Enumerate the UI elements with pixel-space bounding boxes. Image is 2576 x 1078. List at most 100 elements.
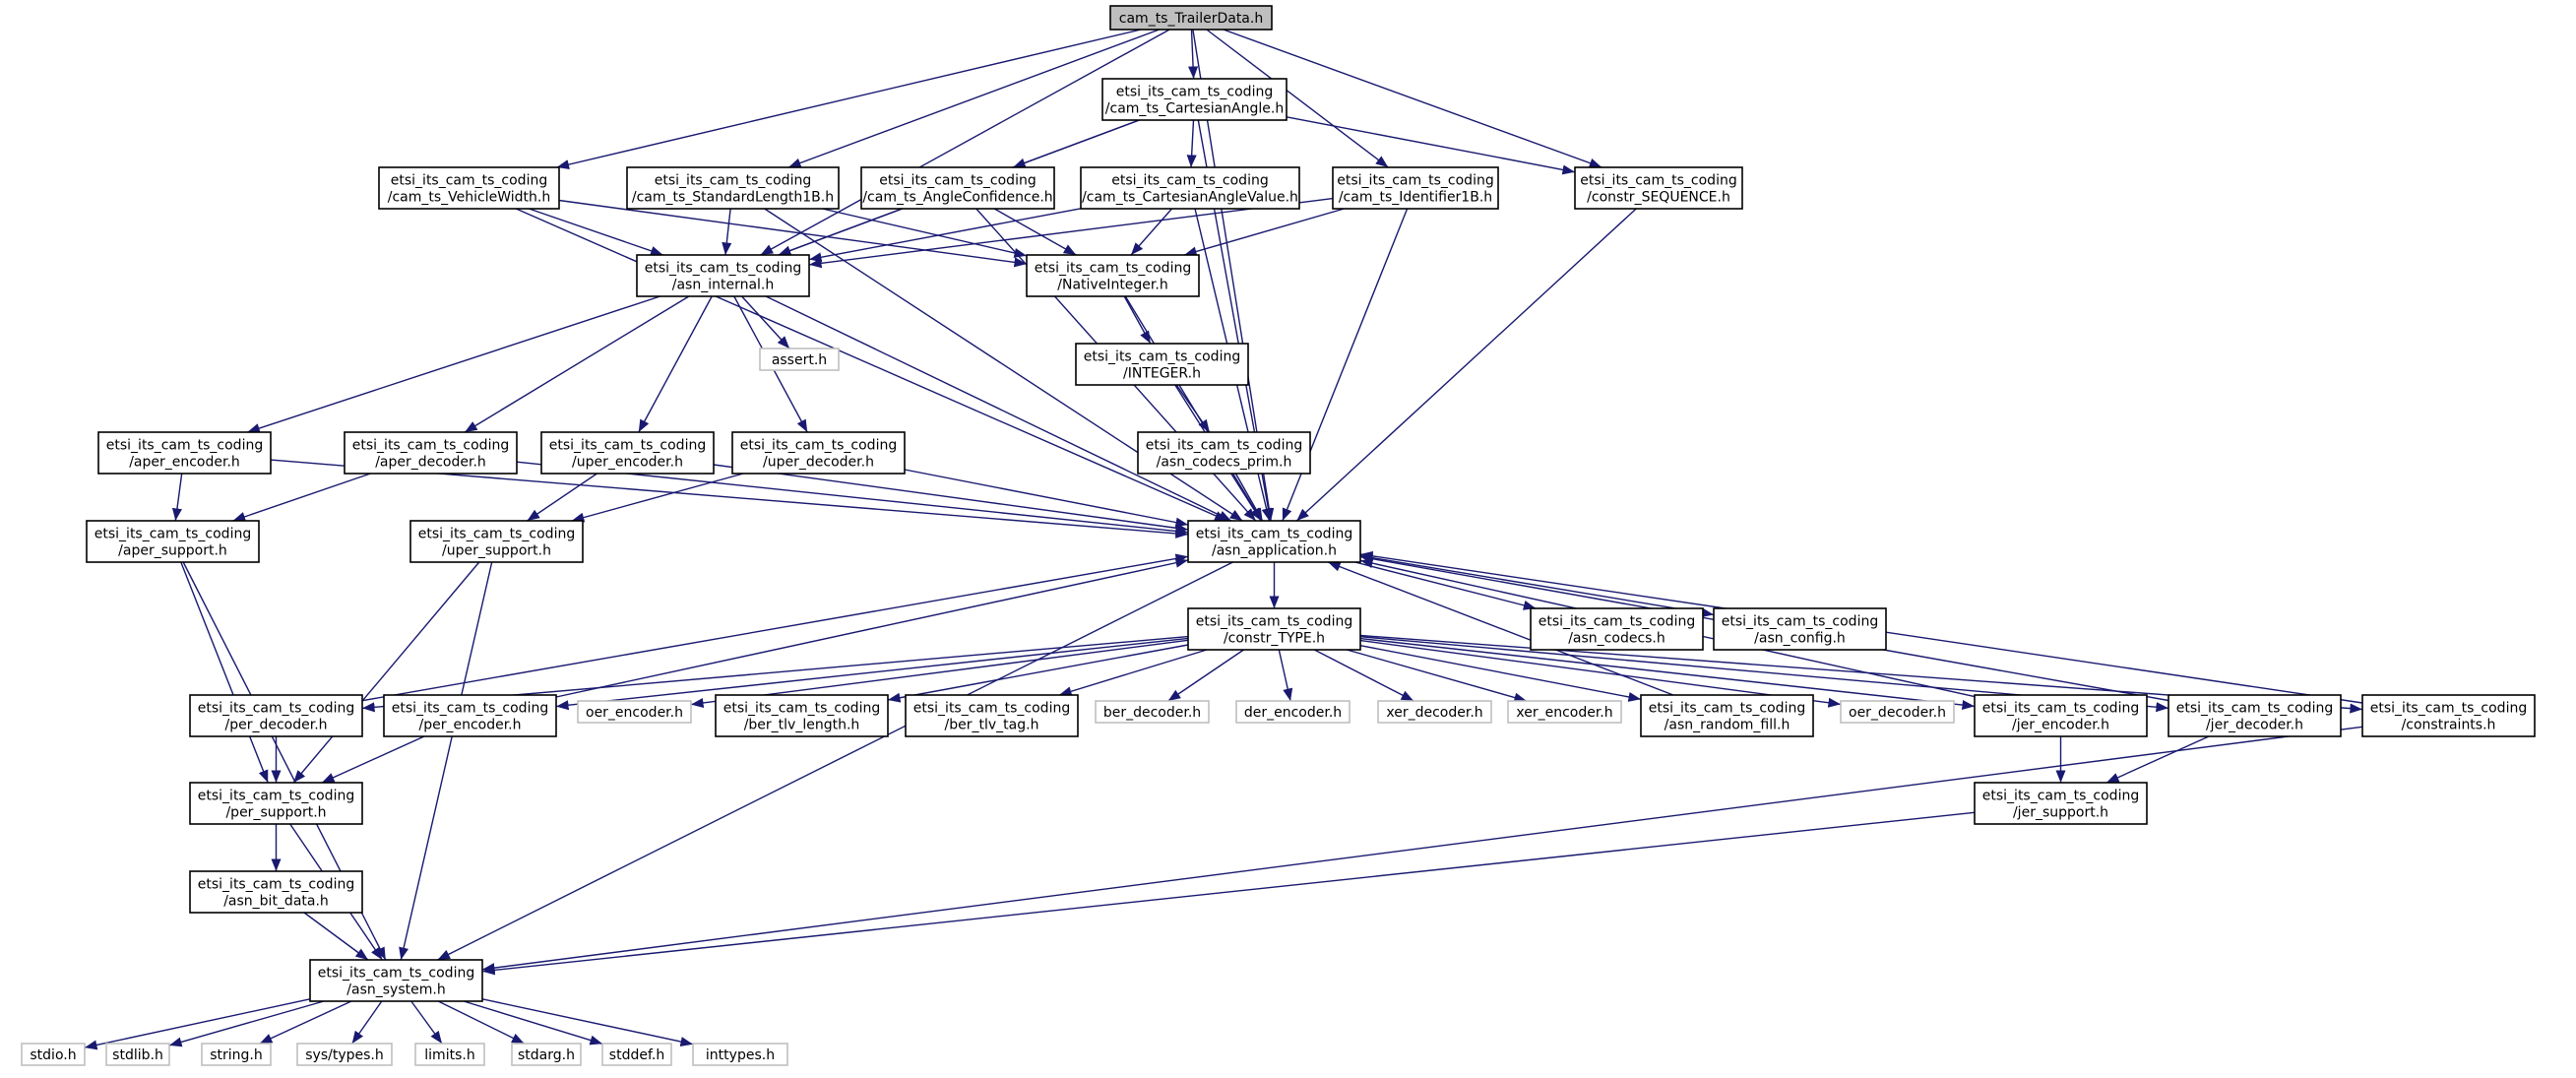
node-assert[interactable]: assert.h [759, 348, 840, 371]
edge-constrType-to-derEncoder [1278, 649, 1293, 702]
node-box [601, 1043, 672, 1066]
node-asnSystem[interactable]: etsi_its_cam_ts_coding/asn_system.h [309, 959, 483, 1002]
node-asnApplication[interactable]: etsi_its_cam_ts_coding/asn_application.h [1187, 520, 1361, 563]
node-xerEncoder[interactable]: xer_encoder.h [1507, 700, 1622, 724]
node-label-line: /asn_internal.h [672, 278, 775, 293]
node-identifier1B[interactable]: etsi_its_cam_ts_coding/cam_ts_Identifier… [1332, 166, 1499, 210]
node-uperDecoder[interactable]: etsi_its_cam_ts_coding/uper_decoder.h [731, 431, 906, 475]
edge-constrType-to-berTlvTag [1058, 649, 1208, 697]
node-sysTypes[interactable]: sys/types.h [296, 1043, 393, 1066]
node-label-line: oer_decoder.h [1849, 705, 1946, 721]
node-xerDecoder[interactable]: xer_decoder.h [1377, 700, 1492, 724]
edge-root-to-vehicleWidth [556, 29, 1142, 170]
node-box [759, 348, 840, 371]
node-box [409, 520, 584, 563]
edge-constrSequence-to-asnApplication [1295, 208, 1637, 522]
node-label-line: etsi_its_cam_ts_coding [198, 701, 354, 717]
node-perDecoder[interactable]: etsi_its_cam_ts_coding/per_decoder.h [189, 694, 363, 737]
node-perSupport[interactable]: etsi_its_cam_ts_coding/per_support.h [189, 782, 363, 825]
node-jerSupport[interactable]: etsi_its_cam_ts_coding/jer_support.h [1974, 782, 2148, 825]
node-asnConfig[interactable]: etsi_its_cam_ts_coding/asn_config.h [1713, 607, 1887, 651]
node-label-line: /jer_encoder.h [2012, 718, 2109, 733]
edge-jerDecoder-to-jerSupport [2105, 735, 2210, 784]
node-box [1095, 700, 1210, 724]
node-label-line: etsi_its_cam_ts_coding [1580, 173, 1736, 189]
node-box [731, 431, 906, 475]
node-cartesianAngleValue[interactable]: etsi_its_cam_ts_coding/cam_ts_CartesianA… [1080, 166, 1300, 210]
node-berDecoder[interactable]: ber_decoder.h [1095, 700, 1210, 724]
edge-asnRandomFill-to-asnApplication [1327, 561, 1674, 696]
node-box [1713, 607, 1887, 651]
node-label-line: xer_decoder.h [1386, 705, 1482, 721]
node-vehicleWidth[interactable]: etsi_its_cam_ts_coding/cam_ts_VehicleWid… [378, 166, 560, 210]
node-derEncoder[interactable]: der_encoder.h [1235, 700, 1351, 724]
node-string[interactable]: string.h [201, 1043, 272, 1066]
node-limits[interactable]: limits.h [414, 1043, 485, 1066]
node-label-line: cam_ts_TrailerData.h [1119, 11, 1263, 27]
node-label-line: stdio.h [30, 1047, 76, 1063]
node-label-line: string.h [210, 1047, 263, 1063]
node-stdarg[interactable]: stdarg.h [511, 1043, 582, 1066]
node-uperEncoder[interactable]: etsi_its_cam_ts_coding/uper_encoder.h [540, 431, 715, 475]
node-label-line: /jer_decoder.h [2206, 718, 2303, 733]
node-root[interactable]: cam_ts_TrailerData.h [1109, 5, 1273, 31]
node-asnCodecsPrim[interactable]: etsi_its_cam_ts_coding/asn_codecs_prim.h [1137, 431, 1311, 475]
node-aperDecoder[interactable]: etsi_its_cam_ts_coding/aper_decoder.h [344, 431, 518, 475]
node-jerDecoder[interactable]: etsi_its_cam_ts_coding/jer_decoder.h [2168, 694, 2342, 737]
node-label-line: etsi_its_cam_ts_coding [1196, 527, 1352, 542]
node-label-line: etsi_its_cam_ts_coding [391, 173, 547, 189]
node-asnBitData[interactable]: etsi_its_cam_ts_coding/asn_bit_data.h [189, 870, 363, 914]
edge-aperEncoder-to-aperSupport [171, 473, 183, 522]
node-aperSupport[interactable]: etsi_its_cam_ts_coding/aper_support.h [86, 520, 260, 563]
node-constrType[interactable]: etsi_its_cam_ts_coding/constr_TYPE.h [1187, 607, 1361, 651]
node-jerEncoder[interactable]: etsi_its_cam_ts_coding/jer_encoder.h [1974, 694, 2148, 737]
node-stdio[interactable]: stdio.h [21, 1043, 86, 1066]
node-box [2361, 694, 2536, 737]
node-stdlib[interactable]: stdlib.h [105, 1043, 170, 1066]
node-label-line: /asn_codecs_prim.h [1157, 455, 1292, 471]
node-oerDecoder[interactable]: oer_decoder.h [1840, 700, 1955, 724]
node-label-line: /constraints.h [2402, 718, 2496, 733]
node-constraints[interactable]: etsi_its_cam_ts_coding/constraints.h [2361, 694, 2536, 737]
edge-root-to-identifier1B [1206, 29, 1389, 168]
edge-uperEncoder-to-asnApplication [713, 464, 1189, 534]
node-label-line: etsi_its_cam_ts_coding [740, 438, 897, 454]
node-aperEncoder[interactable]: etsi_its_cam_ts_coding/aper_encoder.h [97, 431, 272, 475]
edge-identifier1B-to-nativeInteger [1183, 208, 1345, 257]
edge-angleConfidence-to-nativeInteger [993, 208, 1077, 256]
node-oerEncoder[interactable]: oer_encoder.h [577, 700, 692, 724]
node-cartesianAngle[interactable]: etsi_its_cam_ts_coding/cam_ts_CartesianA… [1101, 78, 1288, 121]
node-box [1640, 694, 1814, 737]
edge-standardLength1B-to-nativeInteger [822, 208, 1028, 258]
node-asnCodecs[interactable]: etsi_its_cam_ts_coding/asn_codecs.h [1530, 607, 1704, 651]
node-integer[interactable]: etsi_its_cam_ts_coding/INTEGER.h [1075, 343, 1249, 386]
node-label-line: /per_decoder.h [224, 718, 327, 733]
node-standardLength1B[interactable]: etsi_its_cam_ts_coding/cam_ts_StandardLe… [626, 166, 840, 210]
node-inttypes[interactable]: inttypes.h [692, 1043, 788, 1066]
node-constrSequence[interactable]: etsi_its_cam_ts_coding/constr_SEQUENCE.h [1574, 166, 1743, 210]
node-nativeInteger[interactable]: etsi_its_cam_ts_coding/NativeInteger.h [1026, 254, 1200, 297]
edge-perEncoder-to-asnApplication [555, 557, 1189, 698]
nodes-layer: cam_ts_TrailerData.h etsi_its_cam_ts_codi… [21, 5, 2536, 1066]
node-berTlvLength[interactable]: etsi_its_cam_ts_coding/ber_tlv_length.h [715, 694, 889, 737]
edge-cartesianAngle-to-constrSequence [1286, 116, 1576, 175]
node-asnRandomFill[interactable]: etsi_its_cam_ts_coding/asn_random_fill.h [1640, 694, 1814, 737]
node-angleConfidence[interactable]: etsi_its_cam_ts_coding/cam_ts_AngleConfi… [860, 166, 1055, 210]
node-stddef[interactable]: stddef.h [601, 1043, 672, 1066]
node-box [1530, 607, 1704, 651]
node-box [97, 431, 272, 475]
edge-constraints-to-asnSystem [481, 726, 2363, 974]
node-label-line: etsi_its_cam_ts_coding [1539, 614, 1695, 630]
node-uperSupport[interactable]: etsi_its_cam_ts_coding/uper_support.h [409, 520, 584, 563]
node-asnInternal[interactable]: etsi_its_cam_ts_coding/asn_internal.h [636, 254, 810, 297]
node-box [21, 1043, 86, 1066]
edge-jerSupport-to-asnSystem [481, 811, 1976, 976]
edge-asnApplication-to-asnCodecs [1354, 561, 1537, 610]
node-box [296, 1043, 393, 1066]
edge-root-to-asnInternal [760, 29, 1170, 256]
node-box [860, 166, 1055, 210]
node-berTlvTag[interactable]: etsi_its_cam_ts_coding/ber_tlv_tag.h [905, 694, 1079, 737]
node-label-line: stdlib.h [112, 1047, 163, 1063]
node-perEncoder[interactable]: etsi_its_cam_ts_coding/per_encoder.h [383, 694, 557, 737]
edge-asnInternal-to-assert [741, 295, 790, 349]
